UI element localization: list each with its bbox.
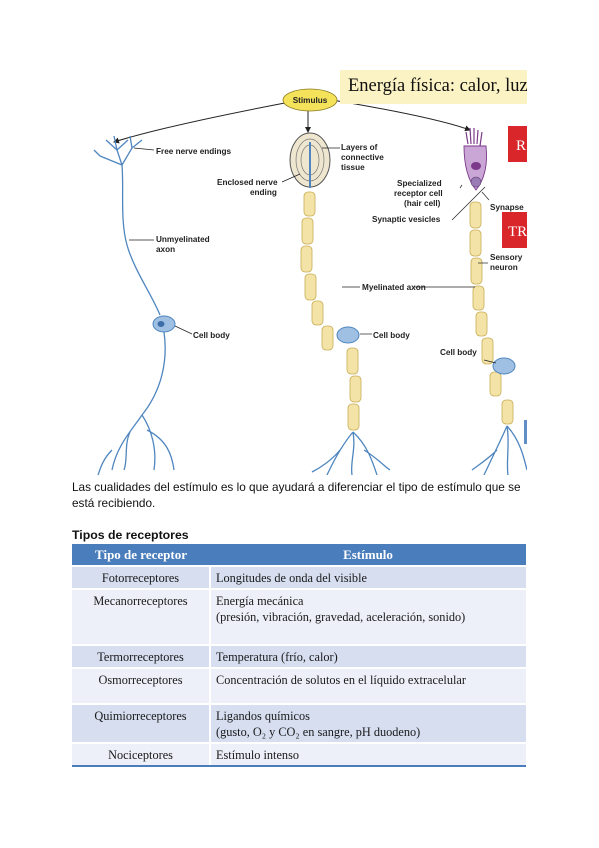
label-layers-2: connective: [341, 153, 384, 162]
stimulus-line: (presión, vibración, gravedad, aceleraci…: [216, 610, 466, 624]
myelinated-axon-center: [300, 191, 362, 431]
cell-stimulus: Concentración de solutos en el líquido e…: [210, 667, 526, 704]
stimulus-line: Longitudes de onda del visible: [216, 571, 367, 585]
nucleus-1: [157, 321, 165, 327]
free-nerve-ending-neuron: [93, 135, 175, 475]
label-sensory-2: neuron: [490, 263, 518, 272]
stimulus-line: Energía mecánica: [216, 594, 304, 608]
cell-body-3: [492, 357, 516, 375]
label-synapse: Synapse: [490, 203, 524, 212]
label-enclosed-1: Enclosed nerve: [217, 178, 278, 187]
label-synaptic-vesicles: Synaptic vesicles: [372, 215, 441, 224]
cell-receptor-type: Fotorreceptores: [72, 565, 211, 589]
label-sensory-1: Sensory: [490, 253, 523, 262]
paragraph-line-2: está recibiendo.: [72, 496, 156, 510]
label-layers-3: tissue: [341, 163, 365, 172]
label-cell-body-2: Cell body: [373, 331, 410, 340]
table-row: Nociceptores Estímulo intenso: [72, 742, 526, 767]
table-row: Mecanorreceptores Energía mecánica (pres…: [72, 588, 526, 645]
cell-stimulus: Temperatura (frío, calor): [210, 644, 526, 668]
cell-stimulus: Ligandos químicos (gusto, O₂ y CO₂ en sa…: [210, 703, 526, 743]
label-layers-1: Layers of: [341, 143, 378, 152]
label-cell-body-3: Cell body: [440, 348, 477, 357]
stimulus-line: Concentración de solutos en el líquido e…: [216, 673, 466, 687]
label-myelinated-axon: Myelinated axon: [362, 283, 426, 292]
stimulus-arrow-left: [113, 101, 291, 144]
stimulus-label: Stimulus: [293, 96, 328, 105]
table-row: Fotorreceptores Longitudes de onda del v…: [72, 565, 526, 589]
stimulus-oval: [282, 88, 338, 112]
receptor-types-table: Tipo de receptor Estímulo Fotorreceptore…: [72, 544, 526, 767]
stimulus-line: (gusto, O₂ y CO₂ en sangre, pH duodeno): [216, 725, 421, 739]
stimulus-paragraph: Las cualidades del estímulo es lo que ay…: [72, 479, 530, 511]
table-header-row: Tipo de receptor Estímulo: [72, 544, 526, 566]
stimulus-arrow-right: [331, 99, 471, 132]
header-receptor-type: Tipo de receptor: [72, 544, 210, 566]
cell-receptor-type: Osmorreceptores: [72, 667, 211, 704]
receptor-diagram: Stimulus: [93, 88, 527, 475]
label-cell-body-1: Cell body: [193, 331, 230, 340]
stimulus-line: Ligandos químicos: [216, 709, 310, 723]
cell-receptor-type: Quimiorreceptores: [72, 703, 211, 743]
table-title: Tipos de receptores: [72, 528, 189, 542]
label-free-nerve-endings: Free nerve endings: [156, 147, 232, 156]
myelinated-axon-right: [469, 201, 514, 425]
physical-energy-banner: Energía física: calor, luz,: [340, 70, 527, 104]
label-specialized-3: (hair cell): [404, 199, 441, 208]
cell-stimulus: Estímulo intenso: [210, 742, 526, 767]
table-row: Osmorreceptores Concentración de solutos…: [72, 667, 526, 704]
paragraph-line-1: Las cualidades del estímulo es lo que ay…: [72, 480, 521, 494]
label-enclosed-2: ending: [250, 188, 277, 197]
stimulus-line: Temperatura (frío, calor): [216, 650, 338, 664]
label-unmyelinated-2: axon: [156, 245, 175, 254]
cell-receptor-type: Nociceptores: [72, 742, 211, 767]
label-unmyelinated-1: Unmyelinated: [156, 235, 210, 244]
label-specialized-2: receptor cell: [394, 189, 443, 198]
cell-body-2: [336, 326, 360, 344]
specialized-receptor-cell: [463, 127, 487, 191]
cell-stimulus: Energía mecánica (presión, vibración, gr…: [210, 588, 526, 645]
cell-stimulus: Longitudes de onda del visible: [210, 565, 526, 589]
cell-receptor-type: Termorreceptores: [72, 644, 211, 668]
cell-receptor-type: Mecanorreceptores: [72, 588, 211, 645]
sensory-receptor-figure: Stimulus: [72, 70, 527, 475]
stimulus-line: Estímulo intenso: [216, 748, 300, 762]
header-stimulus: Estímulo: [210, 544, 526, 566]
label-specialized-1: Specialized: [397, 179, 442, 188]
table-row: Termorreceptores Temperatura (frío, calo…: [72, 644, 526, 668]
table-row: Quimiorreceptores Ligandos químicos (gus…: [72, 703, 526, 743]
red-box-2-text: TR: [508, 224, 527, 240]
red-box-1-text: R: [516, 138, 526, 154]
